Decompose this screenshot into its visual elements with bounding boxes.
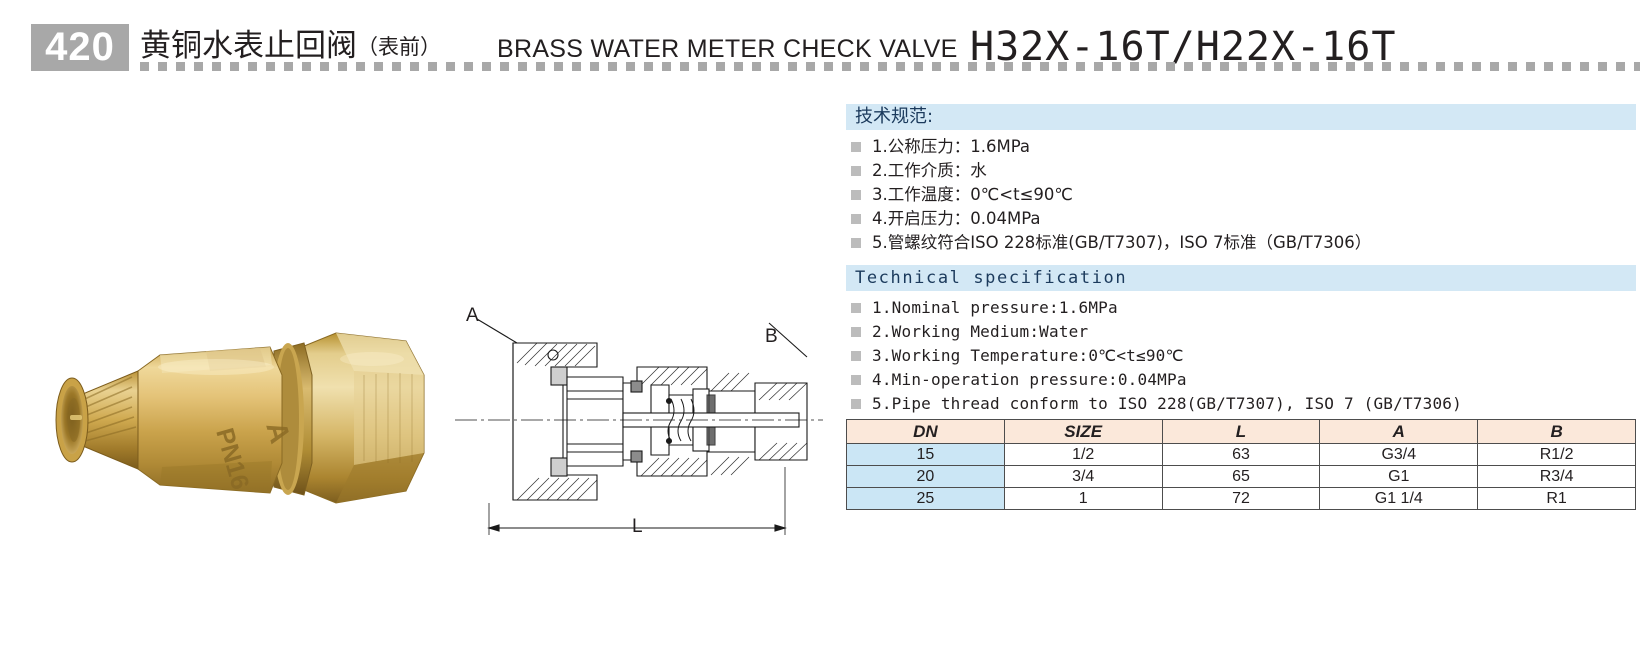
- cell-dn: 15: [846, 443, 1005, 466]
- cell-size: 3/4: [1003, 465, 1163, 488]
- bullet-square-icon: [851, 327, 861, 337]
- product-photo: PN16 A: [20, 255, 450, 545]
- column-header-dn: DN: [846, 419, 1005, 444]
- drawing-label-l: L: [632, 516, 643, 537]
- cell-l: 65: [1161, 465, 1321, 488]
- page-number-badge: 420: [31, 24, 129, 71]
- spec-item-cn: 2.工作介质：水: [846, 160, 1636, 182]
- column-header-size: SIZE: [1003, 419, 1163, 444]
- spec-item-en-text: 4.Min-operation pressure:0.04MPa: [872, 370, 1187, 389]
- valve-body: PN16 A: [137, 346, 296, 494]
- valve-threaded-end: [55, 370, 139, 470]
- product-title-cn-main: 黄铜水表止回阀: [140, 28, 357, 63]
- table-head: DN SIZE L A B: [846, 419, 1636, 444]
- bullet-square-icon: [851, 214, 861, 224]
- bullet-square-icon: [851, 351, 861, 361]
- page-header: 420 黄铜水表止回阀（表前） BRASS WATER METER CHECK …: [0, 0, 1646, 80]
- spec-item-en-text: 1.Nominal pressure:1.6MPa: [872, 298, 1118, 317]
- cell-a: G3/4: [1319, 443, 1479, 466]
- spec-item-cn: 1.公称压力：1.6MPa: [846, 136, 1636, 158]
- spec-item-cn-text: 4.开启压力：0.04MPa: [872, 209, 1041, 228]
- product-photo-svg: PN16 A: [55, 332, 425, 504]
- technical-drawing-svg: [455, 318, 823, 535]
- bullet-square-icon: [851, 238, 861, 248]
- column-header-a: A: [1319, 419, 1479, 444]
- spec-item-en-text: 2.Working Medium:Water: [872, 322, 1089, 341]
- spec-item-cn: 3.工作温度：0℃<t≤90℃: [846, 184, 1636, 206]
- cell-l: 72: [1161, 487, 1321, 510]
- spec-item-en: 2.Working Medium:Water: [846, 321, 1636, 343]
- bullet-square-icon: [851, 190, 861, 200]
- spec-item-en-text: 5.Pipe thread conform to ISO 228(GB/T730…: [872, 394, 1462, 413]
- cell-size: 1: [1003, 487, 1163, 510]
- spec-item-en: 5.Pipe thread conform to ISO 228(GB/T730…: [846, 393, 1636, 415]
- spec-item-en: 1.Nominal pressure:1.6MPa: [846, 297, 1636, 319]
- table-row: 25 1 72 G1 1/4 R1: [846, 487, 1636, 510]
- bullet-square-icon: [851, 142, 861, 152]
- valve-hex-nut: [291, 332, 425, 504]
- drawing-label-a: A: [466, 305, 479, 326]
- cell-b: R3/4: [1477, 465, 1636, 488]
- leader-line-b: [768, 322, 808, 358]
- cell-a: G1 1/4: [1319, 487, 1479, 510]
- table-header-row: DN SIZE L A B: [846, 419, 1636, 444]
- table-body: 15 1/2 63 G3/4 R1/2 20 3/4 65 G1 R3/4 25…: [846, 443, 1636, 510]
- product-title-en: BRASS WATER METER CHECK VALVE: [497, 35, 958, 63]
- column-header-b: B: [1477, 419, 1636, 444]
- spec-item-cn-text: 1.公称压力：1.6MPa: [872, 137, 1031, 156]
- product-title-cn: 黄铜水表止回阀（表前）: [140, 26, 441, 68]
- bullet-square-icon: [851, 375, 861, 385]
- spec-item-cn: 4.开启压力：0.04MPa: [846, 208, 1636, 230]
- specifications-panel: 技术规范: 1.公称压力：1.6MPa 2.工作介质：水 3.工作温度：0℃<t…: [846, 104, 1636, 417]
- cell-dn: 20: [846, 465, 1005, 488]
- bullet-square-icon: [851, 399, 861, 409]
- product-title-cn-paren: （表前）: [357, 36, 441, 59]
- spec-item-cn: 5.管螺纹符合ISO 228标准(GB/T7307)，ISO 7标准（GB/T7…: [846, 232, 1636, 254]
- cell-size: 1/2: [1003, 443, 1163, 466]
- spec-section-en: Technical specification 1.Nominal pressu…: [846, 265, 1636, 415]
- cell-b: R1/2: [1477, 443, 1636, 466]
- spec-item-cn-text: 2.工作介质：水: [872, 161, 987, 180]
- spec-item-cn-text: 5.管螺纹符合ISO 228标准(GB/T7307)，ISO 7标准（GB/T7…: [872, 233, 1372, 252]
- spec-list-en: 1.Nominal pressure:1.6MPa 2.Working Medi…: [846, 291, 1636, 415]
- spec-item-en-text: 3.Working Temperature:0℃<t≤90℃: [872, 346, 1184, 365]
- bullet-square-icon: [851, 303, 861, 313]
- cell-l: 63: [1161, 443, 1321, 466]
- table-row: 15 1/2 63 G3/4 R1/2: [846, 443, 1636, 466]
- leader-line-a: [476, 318, 518, 344]
- cell-dn: 25: [846, 487, 1005, 510]
- spec-item-cn-text: 3.工作温度：0℃<t≤90℃: [872, 185, 1073, 204]
- header-dotted-divider: [140, 62, 1640, 71]
- bullet-square-icon: [851, 166, 861, 176]
- spec-heading-cn: 技术规范:: [846, 104, 1636, 130]
- spec-heading-en: Technical specification: [846, 265, 1636, 291]
- dimensions-table: DN SIZE L A B 15 1/2 63 G3/4 R1/2 20 3/4…: [846, 419, 1636, 510]
- spec-item-en: 4.Min-operation pressure:0.04MPa: [846, 369, 1636, 391]
- spec-item-en: 3.Working Temperature:0℃<t≤90℃: [846, 345, 1636, 367]
- technical-drawing: [455, 295, 825, 550]
- column-header-l: L: [1161, 419, 1321, 444]
- drawing-label-b: B: [765, 326, 778, 347]
- spec-list-cn: 1.公称压力：1.6MPa 2.工作介质：水 3.工作温度：0℃<t≤90℃ 4…: [846, 130, 1636, 254]
- cell-b: R1: [1477, 487, 1636, 510]
- table-row: 20 3/4 65 G1 R3/4: [846, 465, 1636, 488]
- cell-a: G1: [1319, 465, 1479, 488]
